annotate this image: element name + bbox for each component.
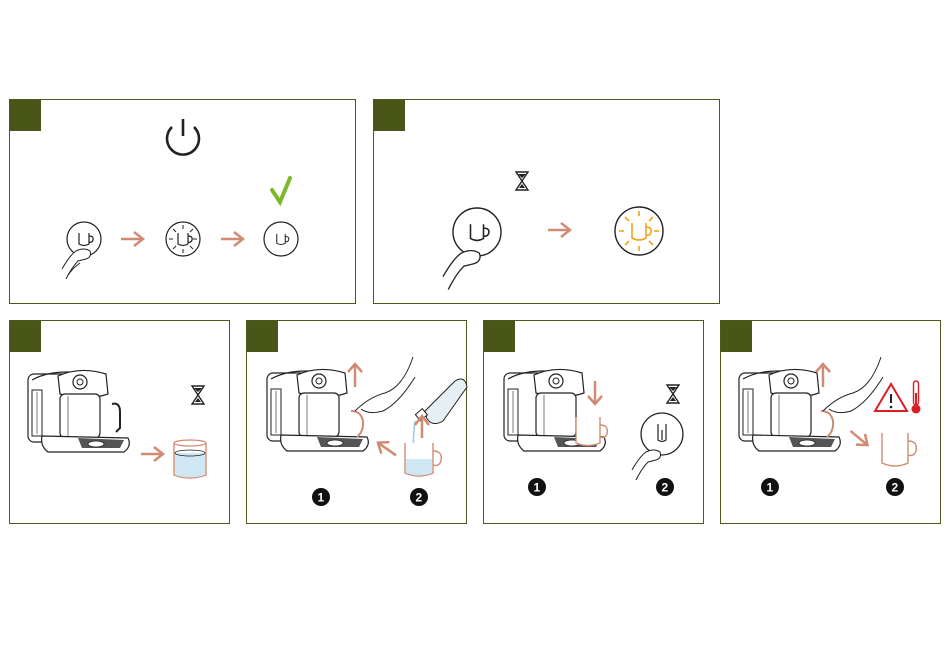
- milk-jug-icon: [882, 433, 916, 466]
- svg-text:2: 2: [892, 481, 899, 495]
- step-4-illustration: 1 2: [247, 321, 468, 525]
- step-panel-2: [373, 99, 720, 304]
- step-badge-2: 2: [410, 488, 428, 506]
- machine-icon: [739, 369, 840, 451]
- svg-text:1: 1: [318, 491, 325, 505]
- hand-lift-icon: [816, 357, 883, 413]
- arrow-right-icon: [374, 437, 400, 461]
- svg-text:2: 2: [662, 481, 669, 495]
- step-badge-1: 1: [312, 488, 330, 506]
- milk-jug-icon: [405, 443, 441, 476]
- warning-icon: [875, 384, 907, 411]
- arrow-down-icon: [588, 381, 602, 404]
- blinking-cup-icon: [166, 222, 200, 256]
- thermometer-icon: [912, 381, 921, 414]
- machine-icon: [28, 370, 129, 452]
- hourglass-icon: [516, 172, 528, 190]
- svg-text:1: 1: [534, 481, 541, 495]
- hourglass-icon: [667, 385, 679, 403]
- power-icon: [167, 119, 199, 155]
- checkmark-icon: [272, 178, 290, 202]
- arrow-right-icon: [121, 232, 143, 246]
- step-panel-1: [9, 99, 356, 304]
- hand-press-icon: [443, 208, 501, 290]
- cup-ready-icon: [264, 222, 298, 256]
- step-3-illustration: [10, 321, 231, 525]
- hourglass-icon: [192, 386, 204, 404]
- frother-button-icon: [632, 413, 683, 480]
- svg-text:2: 2: [416, 491, 423, 505]
- hand-press-icon: [62, 222, 101, 279]
- arrow-right-icon: [846, 426, 872, 451]
- step-1-illustration: [10, 100, 357, 305]
- step-panel-3: [9, 320, 230, 524]
- svg-text:1: 1: [767, 481, 774, 495]
- machine-icon: [267, 369, 368, 451]
- hand-lift-icon: [348, 357, 415, 413]
- water-glass-icon: [174, 440, 206, 478]
- arrow-right-icon: [548, 223, 570, 237]
- cup-lit-icon: [615, 207, 663, 255]
- step-badge-2: 2: [656, 478, 674, 496]
- step-panel-6: 1 2: [720, 320, 941, 524]
- step-panel-5: 1 2: [483, 320, 704, 524]
- step-badge-1: 1: [761, 478, 779, 496]
- step-badge-2: 2: [886, 478, 904, 496]
- step-6-illustration: 1 2: [721, 321, 942, 525]
- step-2-illustration: [374, 100, 721, 305]
- step-panel-4: 1 2: [246, 320, 467, 524]
- arrow-right-icon: [221, 232, 243, 246]
- arrow-right-icon: [141, 447, 163, 461]
- step-badge-1: 1: [528, 478, 546, 496]
- step-5-illustration: 1 2: [484, 321, 705, 525]
